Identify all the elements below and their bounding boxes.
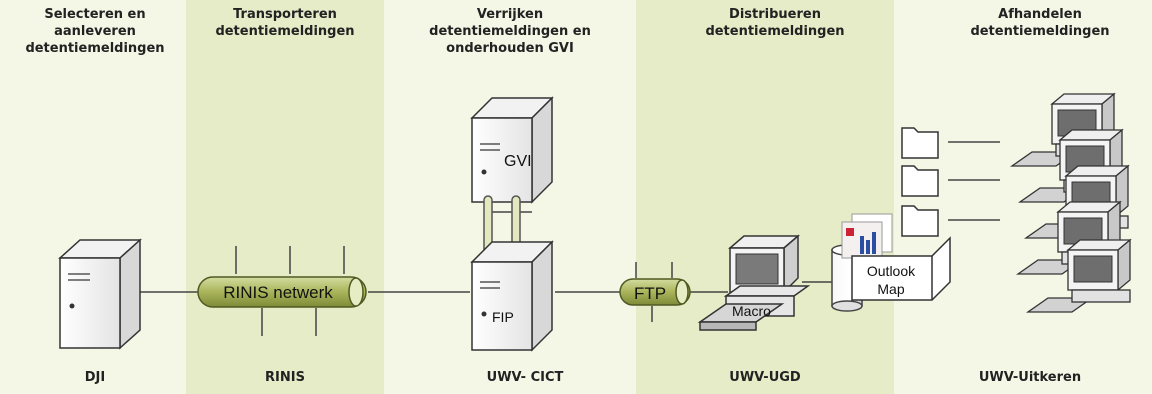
gvi-server-label: GVI (504, 153, 532, 170)
fip-server-icon: FIP (470, 240, 554, 352)
dji-server-icon (58, 238, 142, 350)
footer-ugd: UWV-UGD (729, 370, 801, 385)
macro-pc-icon: Macro (697, 234, 811, 331)
footer-rinis: RINIS (265, 370, 305, 385)
outlook-map-label-line2: Map (877, 281, 904, 297)
outlook-map-label-line1: Outlook (867, 263, 916, 279)
folder-icon (901, 205, 939, 237)
footer-dji: DJI (84, 370, 106, 385)
band-rinis (186, 0, 384, 394)
heading-uitkeren: Afhandelen detentiemeldingen (970, 7, 1110, 39)
rinis-network-label: RINIS netwerk (223, 283, 333, 302)
workstation-stack (1009, 92, 1132, 313)
connection-lines (140, 141, 1000, 293)
folder-icon (901, 127, 939, 159)
outlook-map-folder-icon: Outlook Map (841, 213, 951, 301)
heading-cict: Verrijken detentiemeldingen en onderhoud… (429, 7, 591, 56)
footer-cict: UWV- CICT (486, 370, 564, 385)
heading-dji: Selecteren en aanleveren detentiemelding… (25, 7, 165, 56)
folder-icon (901, 165, 939, 197)
heading-rinis: Transporteren detentiemeldingen (215, 7, 355, 39)
network-ticks (235, 211, 673, 336)
fip-server-label: FIP (492, 309, 514, 325)
workstation-icon (1025, 238, 1132, 313)
ftp-pipe: FTP (619, 278, 691, 306)
ftp-label: FTP (634, 284, 666, 303)
rinis-network-pipe: RINIS netwerk (197, 276, 367, 308)
heading-ugd: Distribueren detentiemeldingen (705, 7, 845, 39)
band-ugd (636, 0, 894, 394)
footer-uitkeren: UWV-Uitkeren (978, 370, 1082, 385)
macro-label: Macro (732, 303, 771, 319)
gvi-server-icon: GVI (470, 96, 554, 204)
